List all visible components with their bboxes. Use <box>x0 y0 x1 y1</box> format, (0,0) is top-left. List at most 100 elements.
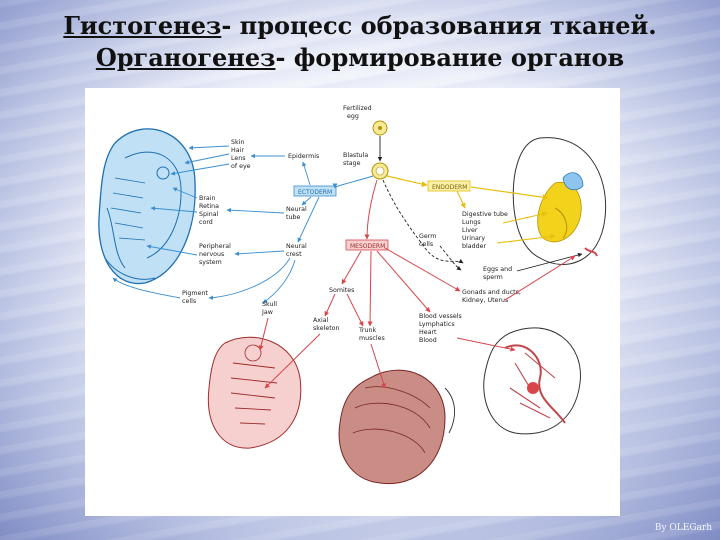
gonads-label: Gonads and ducts, <box>462 289 521 296</box>
endoderm-box: ENDODERM <box>427 180 471 192</box>
lungs-label: Lungs <box>462 219 481 226</box>
blood-label: Blood <box>419 337 437 344</box>
endoderm-target-group: Digestive tube Lungs Liver Urinary bladd… <box>462 211 508 250</box>
histogenesis-definition: - процесс образования тканей. <box>221 11 657 40</box>
neural-crest-to-pns-arrow <box>234 250 285 256</box>
ectoderm-to-neural-tube-arrow <box>301 196 312 206</box>
skull-to-embryo-arrow <box>258 317 269 351</box>
axial-target-group: Axial skeleton <box>313 317 340 332</box>
pns-target-group: Peripheral nervous system <box>199 243 231 266</box>
urinary-label: Urinary <box>462 235 485 242</box>
bladder-to-embryo-arrow <box>496 233 556 244</box>
neural-tube-label-2: tube <box>286 214 300 221</box>
skin-target-group: Skin Hair Lens of eye <box>231 139 251 170</box>
sperm-label: sperm <box>483 274 503 281</box>
liver-label: Liver <box>462 227 478 234</box>
fertilized-egg-label-1: Fertilized <box>343 105 372 112</box>
lymphatics-label: Lymphatics <box>419 321 455 328</box>
gonads-target-group: Gonads and ducts, Kidney, Uterus <box>462 289 521 304</box>
bladder-label: bladder <box>462 243 486 250</box>
neural-crest-label-2: crest <box>286 251 302 258</box>
fertilized-egg-label-2: egg <box>347 113 359 120</box>
somites-label: Somites <box>329 287 354 294</box>
pigment-target-group: Pigment cells <box>182 290 208 305</box>
peripheral-label: Peripheral <box>199 243 231 250</box>
blastula-node: Blastula stage <box>343 152 389 180</box>
heart-label: Heart <box>419 329 437 336</box>
axial-to-embryo-arrow <box>264 333 321 389</box>
hair-label: Hair <box>231 147 244 154</box>
nervous-label: nervous <box>199 251 224 258</box>
mesoderm-to-trunk-arrow <box>367 250 373 327</box>
of-eye-label: of eye <box>231 163 251 170</box>
lens-label: Lens <box>231 155 246 162</box>
trunk-to-embryo-arrow <box>370 343 387 389</box>
kidney-uterus-label: Kidney, Uterus <box>462 297 508 304</box>
neural-tube-label-1: Neural <box>286 206 307 213</box>
mesoderm-to-somites-arrow <box>341 250 362 285</box>
endoderm-embryo-illustration <box>512 137 607 265</box>
diagram-canvas: Fertilized egg Blastula stage ECTODERM E… <box>98 105 607 485</box>
blastula-to-ectoderm-arrow <box>332 175 374 189</box>
ectoderm-to-epidermis-arrow <box>302 161 311 186</box>
system-label: system <box>199 259 222 266</box>
retina-label: Retina <box>199 203 219 210</box>
germ-layer-diagram: Fertilized egg Blastula stage ECTODERM E… <box>85 88 620 516</box>
germ-cells-label-1: Germ <box>419 233 436 240</box>
epidermis-label: Epidermis <box>288 153 319 160</box>
digestive-tube-label: Digestive tube <box>462 211 508 218</box>
trunk-target-group: Trunk muscles <box>358 327 385 342</box>
endoderm-label: ENDODERM <box>432 184 467 191</box>
cord-label: cord <box>199 219 213 226</box>
mesoderm-to-gonads-arrow <box>384 247 461 292</box>
blood-to-embryo-arrow <box>456 337 516 352</box>
mesoderm-box: MESODERM <box>345 239 389 251</box>
blastula-label-2: stage <box>343 160 361 167</box>
title-line-1: Гистогенез- процесс образования тканей. <box>0 10 720 42</box>
cns-target-group: Brain Retina Spinal cord <box>199 195 219 226</box>
organogenesis-definition: - формирование органов <box>275 43 625 72</box>
ectoderm-box: ECTODERM <box>293 185 337 197</box>
muscles-label: muscles <box>359 335 385 342</box>
endoderm-to-organs-arrow <box>456 190 466 209</box>
gonads-to-embryo-arrow <box>504 255 576 301</box>
eggs-sperm-group: Eggs and sperm <box>483 266 512 281</box>
spinal-cord-to-embryo-arrow <box>150 206 198 213</box>
author-credit: By OLEGarh <box>654 523 712 533</box>
ectoderm-embryo-illustration <box>98 128 196 285</box>
blastula-to-endoderm-arrow <box>386 175 428 188</box>
blastula-label-1: Blastula <box>343 152 368 159</box>
trunk-label: Trunk <box>358 327 376 334</box>
brain-label: Brain <box>199 195 216 202</box>
organogenesis-term: Органогенез <box>95 43 276 72</box>
lens-to-embryo-arrow <box>170 163 230 176</box>
fertilized-egg-node: Fertilized egg <box>343 105 388 136</box>
skin-label: Skin <box>231 139 244 146</box>
title-line-2: Органогенез- формирование органов <box>0 42 720 74</box>
ectoderm-label: ECTODERM <box>298 189 332 196</box>
hair-to-embryo-arrow <box>184 153 230 165</box>
eggs-and-label: Eggs and <box>483 266 512 273</box>
digestive-tube-to-embryo-arrow <box>502 211 548 224</box>
germ-cells-to-gametes-arrow <box>439 245 462 271</box>
gametes-to-embryo-arrow <box>516 252 583 272</box>
pigment-cells-label: cells <box>182 298 196 305</box>
neural-tube-to-cns-arrow <box>226 207 285 214</box>
skin-to-embryo-arrow <box>188 145 230 151</box>
histogenesis-term: Гистогенез <box>63 11 222 40</box>
blastula-to-mesoderm-arrow <box>364 179 378 240</box>
ectoderm-to-neural-crest-arrow <box>297 196 320 243</box>
axial-label: Axial <box>313 317 329 324</box>
blastula-to-germ-cells-arrow <box>382 179 464 264</box>
spinal-label: Spinal <box>199 211 219 218</box>
mesoderm-embryo-left <box>207 336 302 449</box>
brain-to-embryo-arrow <box>172 187 198 199</box>
neural-crest-label-1: Neural <box>286 243 307 250</box>
germ-cells-label-2: cells <box>419 241 433 248</box>
skeleton-label: skeleton <box>313 325 340 332</box>
neural-crest-to-skull-arrow <box>262 259 296 304</box>
mesoderm-to-blood-arrow <box>376 250 431 313</box>
mesoderm-embryo-center <box>338 369 455 485</box>
neural-crest-to-pigment-arrow <box>208 257 291 300</box>
skull-label: Skull <box>262 301 277 308</box>
